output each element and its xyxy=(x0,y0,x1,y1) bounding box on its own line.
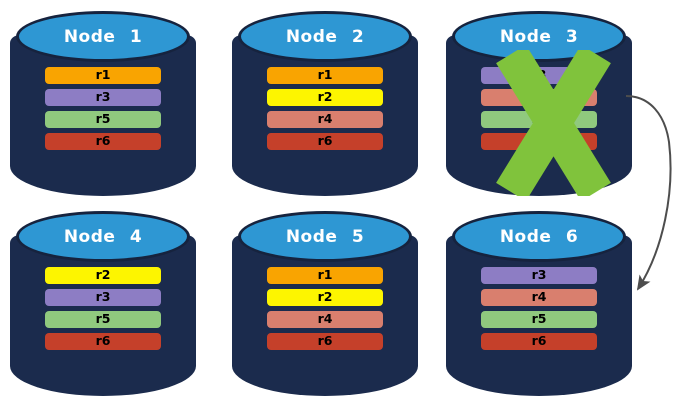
cylinder-top: Node 2 xyxy=(238,11,412,62)
node-title: Node 5 xyxy=(285,226,365,247)
replica-bar: r6 xyxy=(45,333,161,350)
replica-bar: r2 xyxy=(45,267,161,284)
replica-list: r1 r2 r4 r6 xyxy=(267,267,383,350)
node-4-cylinder: Node 4 r2 r3 r5 r6 xyxy=(10,208,196,396)
replica-bar: r3 xyxy=(45,289,161,306)
replica-bar: r3 xyxy=(481,267,597,284)
node-title: Node 3 xyxy=(499,26,579,47)
replica-bar: r1 xyxy=(267,267,383,284)
replica-bar: r1 xyxy=(45,67,161,84)
node-title: Node 6 xyxy=(499,226,579,247)
node-title: Node 2 xyxy=(285,26,365,47)
replica-bar: r4 xyxy=(267,111,383,128)
cylinder-top: Node 6 xyxy=(452,211,626,262)
failover-arrow-path xyxy=(625,95,672,291)
replica-bar: r4 xyxy=(267,311,383,328)
cylinder-top: Node 1 xyxy=(16,11,190,62)
replica-list: r2 r3 r5 r6 xyxy=(45,267,161,350)
replica-bar: r5 xyxy=(45,111,161,128)
replica-bar: r3 xyxy=(45,89,161,106)
replica-list: r1 r2 r4 r6 xyxy=(267,67,383,150)
cylinder-top: Node 4 xyxy=(16,211,190,262)
node-title: Node 1 xyxy=(63,26,143,47)
node-6-cylinder: Node 6 r3 r4 r5 r6 xyxy=(446,208,632,396)
replica-bar: r4 xyxy=(481,89,597,106)
node-title: Node 4 xyxy=(63,226,143,247)
replica-bar: r6 xyxy=(481,133,597,150)
replica-bar: r5 xyxy=(481,311,597,328)
replica-list: r3 r4 r5 r6 xyxy=(481,267,597,350)
cylinder-top: Node 5 xyxy=(238,211,412,262)
node-1-cylinder: Node 1 r1 r3 r5 r6 xyxy=(10,8,196,196)
replica-bar: r4 xyxy=(481,289,597,306)
node-3-cylinder: Node 3 r3 r4 r5 r6 xyxy=(446,8,632,196)
cylinder-top: Node 3 xyxy=(452,11,626,62)
node-5-cylinder: Node 5 r1 r2 r4 r6 xyxy=(232,208,418,396)
replica-bar: r6 xyxy=(45,133,161,150)
replica-bar: r6 xyxy=(267,333,383,350)
replica-bar: r3 xyxy=(481,67,597,84)
replica-bar: r6 xyxy=(267,133,383,150)
replica-bar: r6 xyxy=(481,333,597,350)
replica-bar: r5 xyxy=(481,111,597,128)
replica-bar: r2 xyxy=(267,289,383,306)
replica-bar: r5 xyxy=(45,311,161,328)
replica-bar: r2 xyxy=(267,89,383,106)
replica-bar: r1 xyxy=(267,67,383,84)
node-2-cylinder: Node 2 r1 r2 r4 r6 xyxy=(232,8,418,196)
replica-list: r3 r4 r5 r6 xyxy=(481,67,597,150)
replica-list: r1 r3 r5 r6 xyxy=(45,67,161,150)
